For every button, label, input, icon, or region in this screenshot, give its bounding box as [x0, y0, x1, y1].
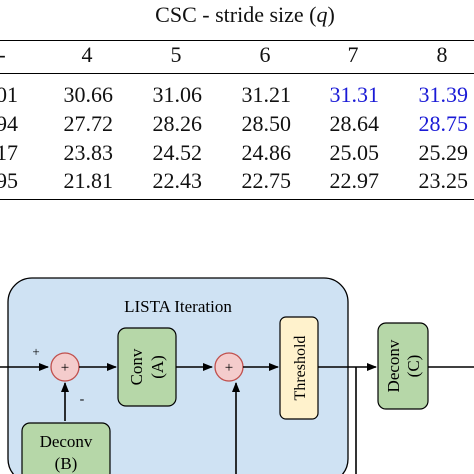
table-cell: 25.29 — [418, 140, 469, 165]
table-cell: 22.97 — [329, 168, 380, 193]
conv-a-label: Conv — [127, 348, 146, 385]
table-cell: 22.43 — [152, 168, 203, 193]
results-table: CSC - stride size (q) - 4 5 6 7 8 01 30.… — [0, 0, 474, 200]
minus-sign-label: - — [80, 392, 85, 407]
table-cell: 17 — [0, 140, 18, 165]
table-cell-best: 28.75 — [418, 111, 469, 136]
table-cell: 30.66 — [63, 82, 114, 107]
deconv-b-block — [21, 422, 111, 474]
sum-node-2-symbol: + — [225, 360, 233, 376]
deconv-b-label: Deconv — [40, 432, 93, 451]
header-cell: - — [0, 42, 22, 68]
table-cell: 21.81 — [63, 168, 114, 193]
threshold-label: Threshold — [292, 336, 309, 401]
table-bottom-rule — [0, 199, 474, 200]
table-cell: 24.86 — [241, 140, 292, 165]
header-cell: 7 — [347, 42, 359, 67]
deconv-c-sub: (C) — [404, 355, 423, 378]
plus-sign-label: + — [32, 344, 39, 359]
table-cell: 28.64 — [329, 111, 380, 136]
table-cell: 95 — [0, 168, 18, 193]
deconv-c-label: Deconv — [384, 339, 403, 392]
table-caption: CSC - stride size (q) — [155, 2, 335, 27]
lista-iteration-title: LISTA Iteration — [124, 297, 232, 316]
table-cell: 28.50 — [241, 111, 292, 136]
table-mid-rule — [0, 73, 474, 74]
conv-a-sub: (A) — [148, 355, 167, 379]
sum-node-1-symbol: + — [61, 360, 69, 376]
threshold-block — [279, 316, 319, 420]
table-cell: 23.83 — [63, 140, 114, 165]
table-cell: 24.52 — [152, 140, 203, 165]
deconv-c-block — [377, 322, 429, 410]
header-cell: 8 — [436, 42, 448, 67]
table-cell: 25.05 — [329, 140, 380, 165]
table-cell: 31.21 — [241, 82, 292, 107]
table-cell-best: 31.39 — [418, 82, 469, 107]
table-header-rule — [0, 40, 474, 41]
table-cell: 31.06 — [152, 82, 203, 107]
deconv-b-sub: (B) — [55, 454, 78, 473]
lista-diagram: LISTA Iteration + + Deconv (B) - Conv (A… — [0, 277, 474, 474]
table-cell: 94 — [0, 111, 18, 136]
table-cell: 22.75 — [241, 168, 292, 193]
table-cell: 23.25 — [418, 168, 469, 193]
header-cell: 5 — [170, 42, 182, 67]
table-cell: 27.72 — [63, 111, 114, 136]
table-cell: 01 — [0, 82, 18, 107]
table-cell: 28.26 — [152, 111, 203, 136]
header-cell: 4 — [81, 42, 93, 67]
table-cell-best: 31.31 — [329, 82, 380, 107]
header-cell: 6 — [259, 42, 271, 67]
